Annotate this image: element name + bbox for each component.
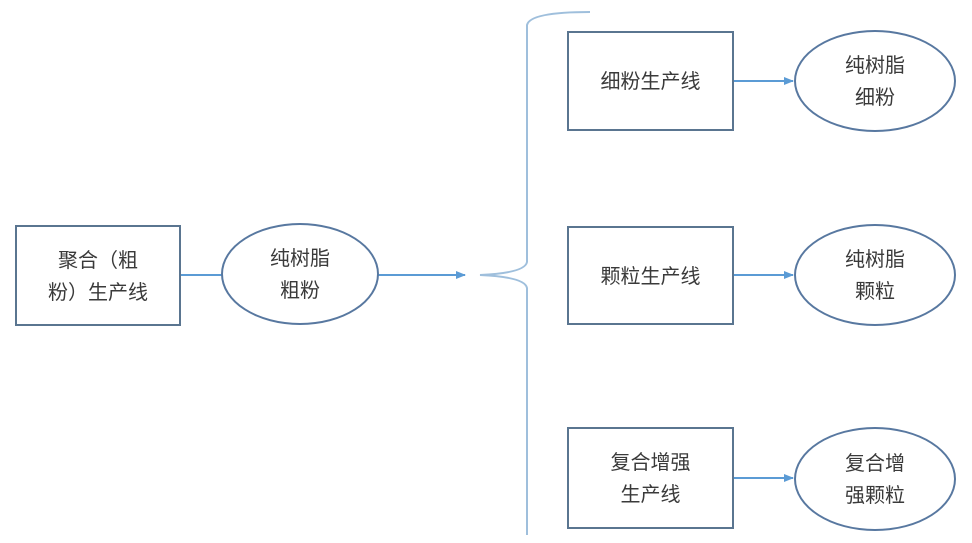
- pure-resin-fine-ellipse: 纯树脂 细粉: [794, 30, 956, 132]
- composite-line-label: 复合增强 生产线: [610, 450, 691, 506]
- pure-resin-fine-label: 纯树脂 细粉: [845, 53, 905, 109]
- pure-resin-coarse-ellipse: 纯树脂 粗粉: [221, 223, 379, 325]
- composite-granule-label: 复合增 强颗粒: [845, 451, 905, 507]
- granule-line-label: 颗粒生产线: [600, 263, 701, 288]
- granule-line-box: 颗粒生产线: [567, 226, 734, 325]
- fine-powder-line-label: 细粉生产线: [600, 69, 701, 93]
- brace: [479, 11, 591, 535]
- fine-powder-line-box: 细粉生产线: [567, 31, 734, 131]
- pure-resin-granule-label: 纯树脂 颗粒: [845, 247, 905, 303]
- composite-granule-ellipse: 复合增 强颗粒: [794, 427, 956, 531]
- polymerization-line-box: 聚合（粗 粉）生产线: [15, 225, 181, 326]
- pure-resin-coarse-label: 纯树脂 粗粉: [270, 246, 330, 302]
- polymerization-line-label: 聚合（粗 粉）生产线: [48, 247, 148, 304]
- pure-resin-granule-ellipse: 纯树脂 颗粒: [794, 224, 956, 326]
- composite-line-box: 复合增强 生产线: [567, 427, 734, 529]
